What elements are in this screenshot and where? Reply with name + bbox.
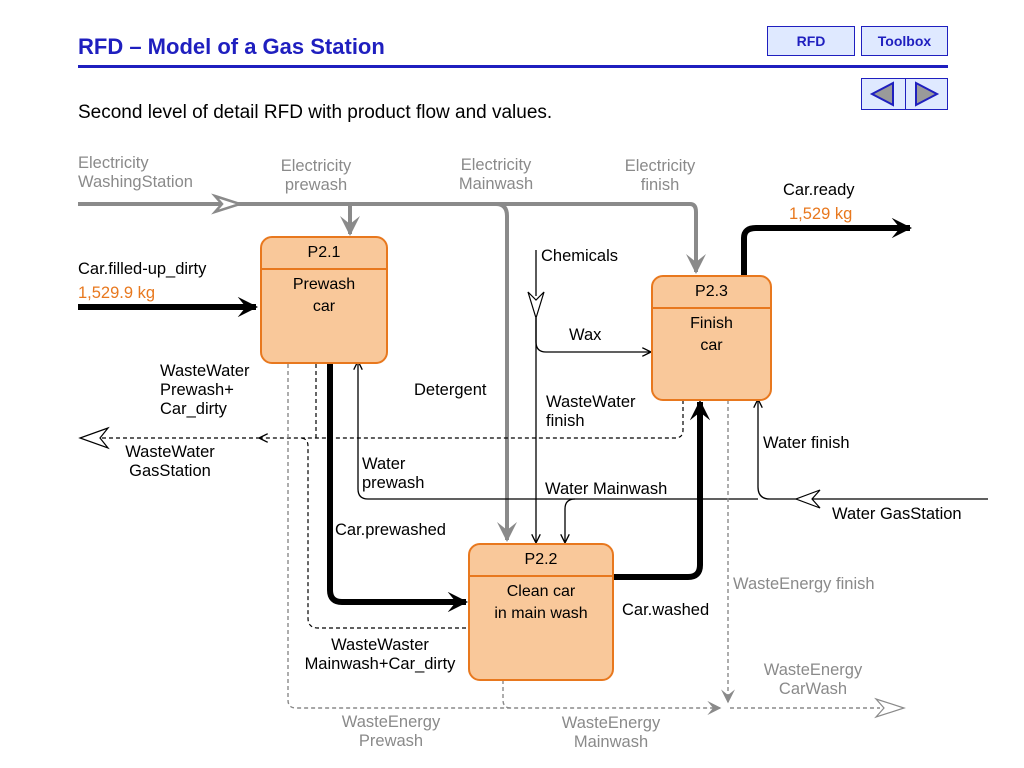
- car-dirty-value: 1,529.9 kg: [78, 284, 156, 302]
- water-mainwash-label: Water Mainwash: [545, 480, 668, 498]
- water-flows: [358, 362, 988, 542]
- wastewater-flows: [260, 364, 684, 629]
- water-mainwash-arrow: [565, 498, 576, 542]
- process-name: Prewash car: [292, 276, 356, 315]
- electricity-flows: [78, 193, 706, 542]
- car-prewashed-label: Car.prewashed: [335, 521, 446, 539]
- title-rule: [78, 65, 948, 68]
- next-button[interactable]: [905, 79, 948, 109]
- wax-label: Wax: [569, 326, 602, 344]
- water-finish-label: Water finish: [763, 434, 850, 452]
- process-id: P2.1: [262, 238, 386, 270]
- wasteenergy-finish-label: WasteEnergy finish: [733, 575, 875, 593]
- detergent-label: Detergent: [414, 381, 487, 399]
- car-dirty-label: Car.filled-up_dirty: [78, 260, 207, 278]
- chemical-flows: [527, 250, 650, 542]
- car-washed-label: Car.washed: [622, 601, 710, 619]
- car-washed-arrow: [614, 399, 711, 580]
- previous-button[interactable]: [862, 79, 904, 109]
- triangle-left-icon: [869, 81, 894, 107]
- wastewater-to-station-arrow: [260, 400, 684, 438]
- wasteenergy-prewash-arrow: [287, 364, 722, 715]
- water-finish-arrow: [758, 400, 771, 500]
- water-prewash-arrow: [358, 362, 758, 500]
- electricity-finish-arrow: [686, 202, 706, 274]
- process-id: P2.3: [653, 277, 770, 309]
- chemicals-label: Chemicals: [541, 247, 619, 265]
- car-prewashed-arrow: [327, 364, 469, 613]
- electricity-mainwash-arrow: [495, 202, 517, 542]
- slide-navigation: [861, 78, 948, 110]
- rfd-button[interactable]: RFD: [767, 26, 855, 56]
- car-ready-label: Car.ready: [783, 181, 855, 199]
- process-name: Finish car: [690, 315, 733, 354]
- triangle-right-icon: [915, 81, 940, 107]
- process-p2-1[interactable]: P2.1 Prewash car: [260, 236, 388, 364]
- water-station-label: Water GasStation: [832, 505, 962, 523]
- wastewater-station-outlet: [78, 426, 260, 450]
- page-title: RFD – Model of a Gas Station: [78, 34, 385, 59]
- wasteenergy-flows: [287, 364, 880, 715]
- process-id: P2.2: [470, 545, 612, 577]
- car-ready-arrow: [741, 217, 913, 276]
- car-ready-value: 1,529 kg: [789, 205, 853, 223]
- toolbox-button[interactable]: Toolbox: [861, 26, 948, 56]
- process-name: Clean car in main wash: [494, 583, 588, 622]
- page-subtitle: Second level of detail RFD with product …: [78, 102, 553, 123]
- process-p2-3[interactable]: P2.3 Finish car: [651, 275, 772, 401]
- wasteenergy-carwash-outlet: [874, 697, 906, 719]
- process-p2-2[interactable]: P2.2 Clean car in main wash: [468, 543, 614, 681]
- product-flows: [78, 217, 913, 613]
